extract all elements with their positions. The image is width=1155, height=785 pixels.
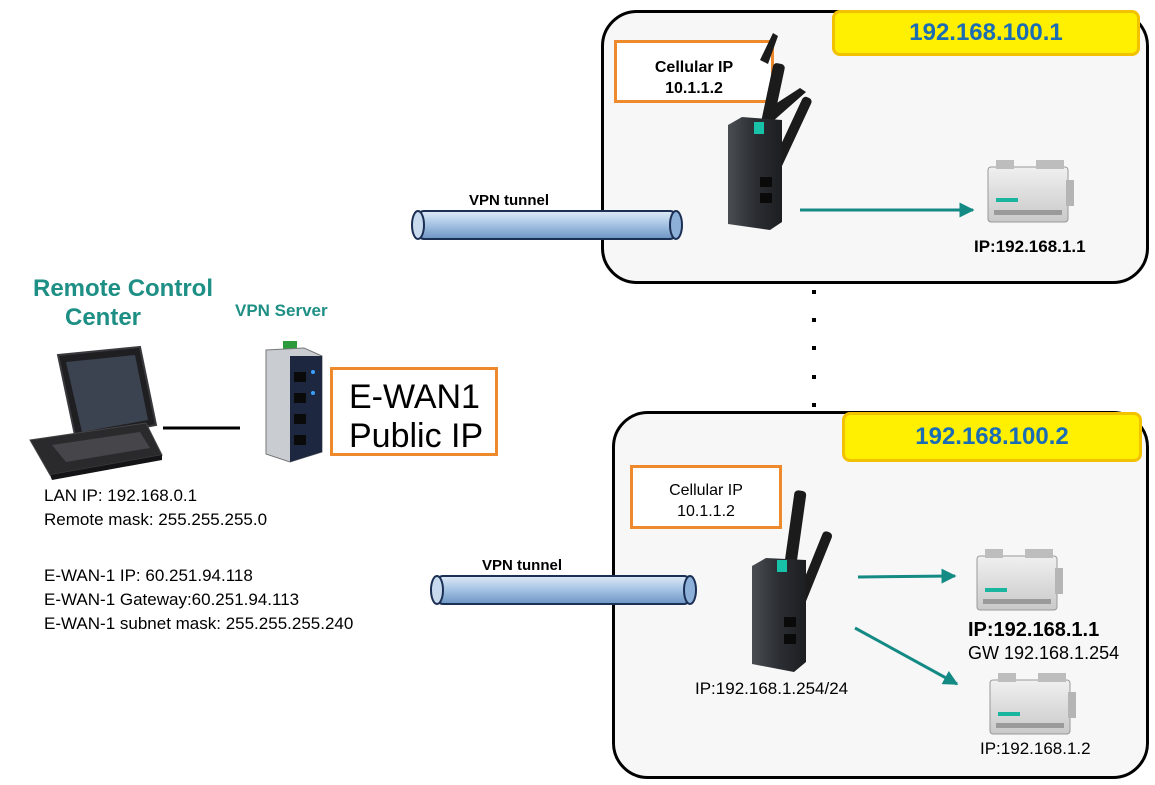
site-1-subnet-tag: 192.168.100.1	[832, 10, 1140, 56]
remote-center-title-line1: Remote Control	[33, 275, 213, 302]
cellular-router-icon	[752, 490, 833, 672]
ellipsis-dot	[812, 403, 816, 407]
site-2-lan-arrow-2	[854, 626, 959, 686]
io-controller-icon	[989, 673, 1076, 735]
ewan-ip-text: E-WAN-1 IP: 60.251.94.118	[44, 566, 253, 585]
vpn-tunnel-1	[411, 210, 683, 240]
public-ip-label: Public IP	[349, 417, 484, 455]
ewan-label: E-WAN1	[349, 378, 480, 416]
ellipsis-dot	[812, 318, 816, 322]
io-controller-icon	[987, 160, 1074, 223]
cellular-ip-label: Cellular IP	[654, 59, 734, 76]
site-2-device-2-ip: IP:192.168.1.2	[980, 739, 1091, 758]
ewan-mask-text: E-WAN-1 subnet mask: 255.255.255.240	[44, 614, 354, 633]
site-1-cellular-ip-box: Cellular IP 10.1.1.2	[614, 40, 774, 103]
lan-ip-text: LAN IP: 192.168.0.1	[44, 486, 198, 505]
vpn-tunnel-1-label: VPN tunnel	[469, 192, 550, 209]
site-2-router-ip: IP:192.168.1.254/24	[695, 679, 849, 698]
vpn-tunnel-2	[430, 575, 697, 605]
site-2-cellular-ip-box: Cellular IP 10.1.1.2	[630, 465, 782, 529]
site-2-lan-arrow-1	[857, 568, 957, 584]
cellular-ip-label: Cellular IP	[669, 482, 743, 499]
ellipsis-dot	[812, 346, 816, 350]
remote-mask-text: Remote mask: 255.255.255.0	[44, 510, 268, 529]
io-controller-icon	[976, 549, 1063, 611]
site-1-device-ip: IP:192.168.1.1	[974, 237, 1086, 256]
ellipsis-dot	[812, 375, 816, 379]
vpn-server-device-icon	[265, 341, 323, 463]
cellular-ip-value: 10.1.1.2	[677, 503, 735, 520]
remote-center-title: Remote Control Center	[8, 274, 238, 332]
laptop-icon	[29, 345, 163, 480]
remote-center-title-line2: Center	[64, 304, 142, 331]
vpn-tunnel-2-label: VPN tunnel	[482, 557, 563, 574]
cellular-ip-value: 10.1.1.2	[665, 80, 723, 97]
vpn-server-label: VPN Server	[235, 301, 328, 320]
cellular-router-icon	[728, 33, 812, 230]
site-2-device-1-ip: IP:192.168.1.1	[968, 619, 1100, 641]
ewan-gateway-text: E-WAN-1 Gateway:60.251.94.113	[44, 590, 300, 609]
site-2-device-1-gateway: GW 192.168.1.254	[968, 643, 1120, 663]
site-2-subnet-tag: 192.168.100.2	[842, 412, 1142, 462]
ewan-public-ip-box: E-WAN1 Public IP	[330, 367, 498, 456]
ellipsis-dot	[812, 290, 816, 294]
